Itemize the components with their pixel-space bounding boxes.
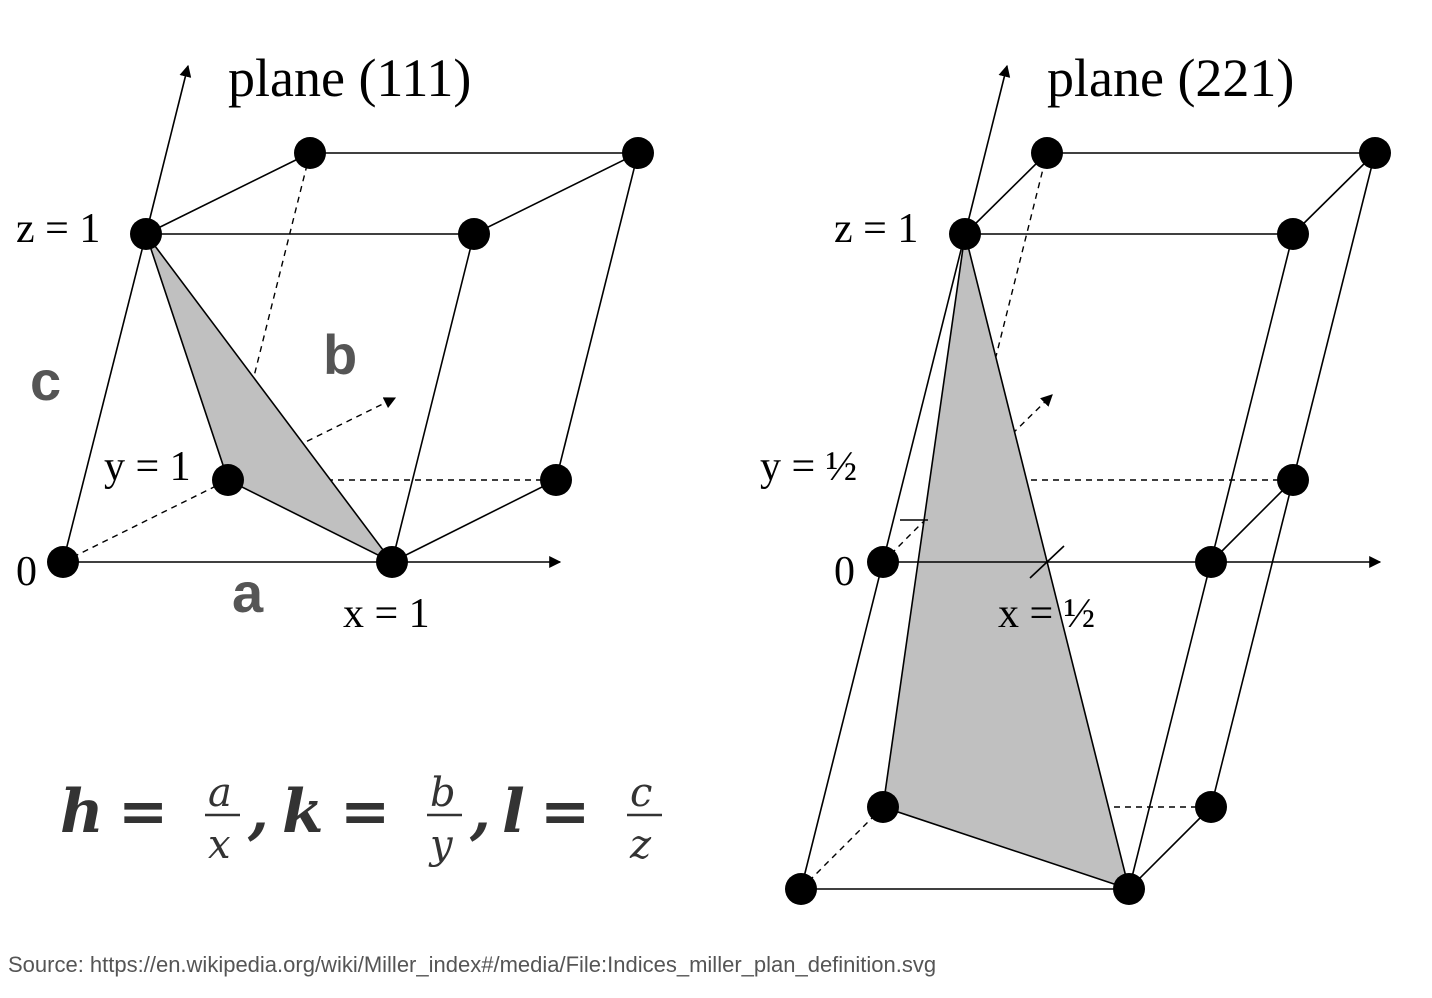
right-y-label: y = ½ xyxy=(760,444,857,490)
right-edge xyxy=(1210,479,1294,563)
formula-denominator-y: y xyxy=(428,822,454,868)
left-origin-label: 0 xyxy=(16,549,37,595)
right-z-label: z = 1 xyxy=(834,206,918,252)
formula-k: k xyxy=(282,777,324,847)
left-hidden-edge xyxy=(62,479,229,563)
right-x-label: x = ½ xyxy=(998,591,1095,637)
formula-l: l xyxy=(502,777,525,847)
formula-equals: = xyxy=(340,777,390,847)
right-edge xyxy=(1128,806,1212,890)
left-atom xyxy=(458,218,490,250)
left-axis-b-label: b xyxy=(323,323,357,386)
left-x-label: x = 1 xyxy=(343,591,430,637)
formula-numerator-b: b xyxy=(430,770,456,816)
formula-equals: = xyxy=(540,777,590,847)
right-atom xyxy=(1195,546,1227,578)
right-atom xyxy=(1195,791,1227,823)
right-atom xyxy=(1359,137,1391,169)
right-atom xyxy=(949,218,981,250)
right-atom xyxy=(1113,873,1145,905)
right-x-intercept-tick xyxy=(1029,545,1065,579)
left-atom xyxy=(130,218,162,250)
formula-comma: , xyxy=(469,777,491,847)
left-axis-a-label: a xyxy=(232,561,264,624)
formula-denominator-x: x xyxy=(208,822,231,868)
right-atom xyxy=(785,873,817,905)
left-plane-111 xyxy=(145,233,393,563)
formula-numerator-c: c xyxy=(630,770,652,816)
left-unit-cell: plane (111) z = 1 y = 1 x = 1 0 a b c xyxy=(16,48,654,637)
left-atom xyxy=(376,546,408,578)
left-plane-title: plane (111) xyxy=(228,48,471,108)
left-edge xyxy=(555,152,639,481)
right-atom xyxy=(1031,137,1063,169)
left-edge xyxy=(62,233,147,563)
left-y-label: y = 1 xyxy=(104,444,191,490)
miller-formula: h = a x , k = b y , l = c z xyxy=(60,770,662,868)
formula-comma: , xyxy=(247,777,269,847)
left-edge xyxy=(391,479,557,563)
left-edge xyxy=(473,152,639,235)
left-atom xyxy=(622,137,654,169)
right-edge xyxy=(964,152,1048,235)
right-origin-label: 0 xyxy=(834,549,855,595)
right-c-axis-arrow xyxy=(964,64,1011,235)
left-z-label: z = 1 xyxy=(16,206,100,252)
left-c-axis-arrow xyxy=(145,64,192,235)
left-atom xyxy=(540,464,572,496)
left-atom xyxy=(47,546,79,578)
left-edge xyxy=(145,152,311,235)
left-axis-c-label: c xyxy=(30,349,61,412)
formula-equals: = xyxy=(118,777,168,847)
right-atom xyxy=(1277,218,1309,250)
formula-numerator-a: a xyxy=(208,770,232,816)
right-edge xyxy=(1292,152,1376,235)
right-hidden-edge xyxy=(800,806,884,890)
right-atom xyxy=(1277,464,1309,496)
formula-denominator-z: z xyxy=(629,822,652,868)
left-edge xyxy=(391,233,475,563)
formula-h: h xyxy=(60,777,104,847)
right-unit-cell: plane (221) z = 1 y = ½ x = ½ 0 xyxy=(760,48,1391,905)
right-atom xyxy=(867,791,899,823)
source-caption: Source: https://en.wikipedia.org/wiki/Mi… xyxy=(8,952,937,977)
left-b-axis-arrow xyxy=(227,397,397,481)
right-plane-title: plane (221) xyxy=(1047,48,1294,108)
right-atom xyxy=(867,546,899,578)
left-atom xyxy=(212,464,244,496)
left-atom xyxy=(294,137,326,169)
